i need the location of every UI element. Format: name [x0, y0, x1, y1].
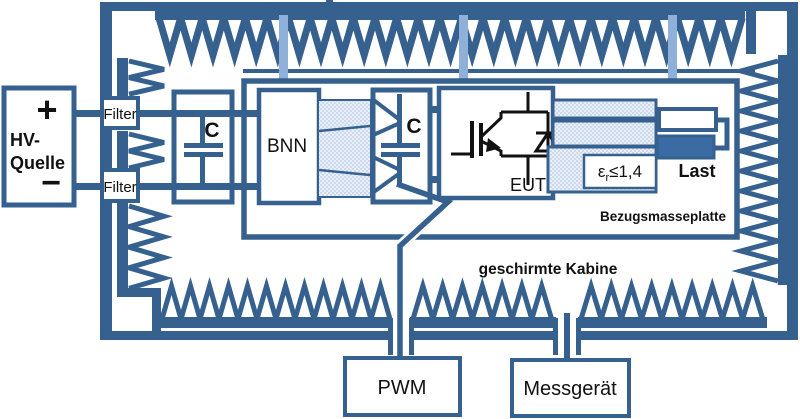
ground-plane-label: Bezugsmasseplatte	[600, 209, 727, 224]
floor-absorber	[158, 276, 767, 329]
meter-box: Messgerät	[510, 358, 631, 418]
plus-terminal: +	[36, 89, 57, 130]
cable-fanout	[369, 96, 402, 196]
bnn-box: BNN	[256, 87, 322, 206]
minus-terminal: −	[41, 164, 61, 202]
load-cable-bands: εr≤1,4	[546, 98, 658, 194]
pwm-connection-line	[396, 181, 454, 358]
cabin-label: geschirmte Kabine	[479, 261, 618, 278]
hv-source: + − HV- Quelle	[1, 85, 77, 208]
hv-supply-rails	[72, 106, 441, 190]
pwm-label: PWM	[378, 377, 427, 399]
eut-label: EUT	[510, 175, 546, 195]
permittivity-label: εr≤1,4	[598, 162, 642, 184]
capacitor-right-label: C	[406, 115, 421, 138]
left-wall-absorber	[117, 58, 173, 333]
load-label: Last	[678, 161, 715, 181]
igbt-symbol	[451, 92, 563, 185]
meter-label: Messgerät	[523, 378, 617, 400]
capacitor-left: C	[171, 89, 235, 205]
hv-source-label-line2: Quelle	[10, 153, 65, 173]
hv-source-label-line1: HV-	[10, 130, 40, 150]
meter-connection-line	[564, 313, 570, 360]
filter-bottom: Filter	[100, 168, 140, 203]
eut-box: EUT	[436, 85, 563, 201]
load: Last	[655, 107, 730, 181]
top-right-corner-post	[746, 9, 756, 54]
ground-plane-support-straps	[279, 15, 677, 84]
bnn-label: BNN	[267, 136, 307, 157]
right-wall-absorber	[731, 55, 789, 285]
ceiling-rail	[243, 69, 755, 73]
cable-bundle	[317, 99, 372, 198]
ceiling-absorber	[155, 5, 746, 68]
filter-top-label: Filter	[103, 106, 136, 123]
ceiling-hanger	[326, 0, 333, 17]
filter-bottom-label: Filter	[103, 179, 136, 196]
capacitor-left-label: C	[204, 119, 219, 142]
filter-top: Filter	[100, 96, 140, 130]
pwm-box: PWM	[343, 356, 462, 417]
